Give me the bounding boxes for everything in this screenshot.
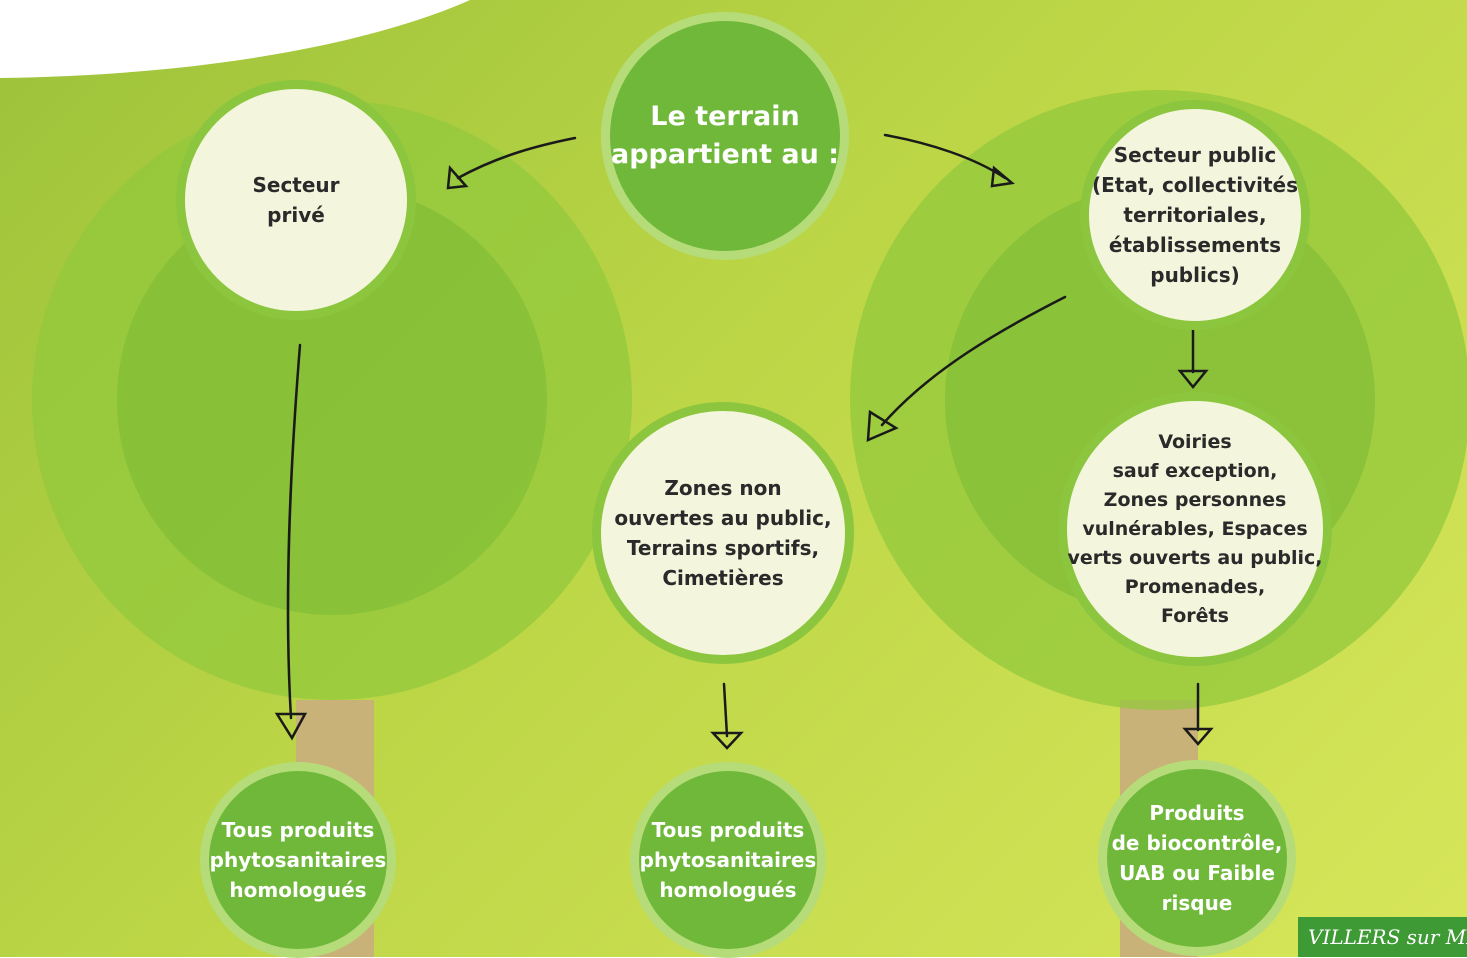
product-left-text: Tous produits phytosanitaires homologués [209,818,387,902]
top-swoosh [0,0,470,78]
arrowhead-closed-down [710,731,744,750]
logo-text: VILLERS sur MER [1308,925,1467,949]
zones-open-node: Voiries sauf exception, Zones personnes … [1058,392,1332,666]
zones-open-text: Voiries sauf exception, Zones personnes … [1067,430,1323,627]
product-right-text: Produits de biocontrôle, UAB ou Faible r… [1111,801,1283,915]
zones-closed-text: Zones non ouvertes au public, Terrains s… [614,476,832,590]
arrowhead-private [446,165,469,190]
question-text: Le terrain appartient au : [610,101,840,170]
arrow-question-to-private [456,136,577,180]
question-node: Le terrain appartient au : [601,12,849,260]
arrow-public-to-closed [880,295,1067,427]
product-node-right: Produits de biocontrôle, UAB ou Faible r… [1098,760,1296,956]
private-sector-text: Secteur privé [252,173,340,227]
arrow-private-down [286,343,302,720]
brand-logo: VILLERS sur MER [1298,917,1467,957]
product-node-left: Tous produits phytosanitaires homologués [200,762,396,958]
arrowhead-open [1177,369,1209,389]
public-sector-node: Secteur public (Etat, collectivités terr… [1080,100,1310,330]
product-node-middle: Tous produits phytosanitaires homologués [630,762,826,958]
product-middle-text: Tous produits phytosanitaires homologués [639,818,817,902]
zones-closed-node: Zones non ouvertes au public, Terrains s… [592,402,854,664]
arrowhead-open-down [1182,727,1214,746]
arrowhead-public [990,165,1015,188]
arrowhead-closed [866,409,899,442]
private-sector-node: Secteur privé [176,80,416,320]
public-sector-text: Secteur public (Etat, collectivités terr… [1091,143,1299,287]
arrowhead-private-down [274,712,308,741]
arrow-question-to-public [883,133,1007,180]
arrow-closed-down [722,682,729,738]
